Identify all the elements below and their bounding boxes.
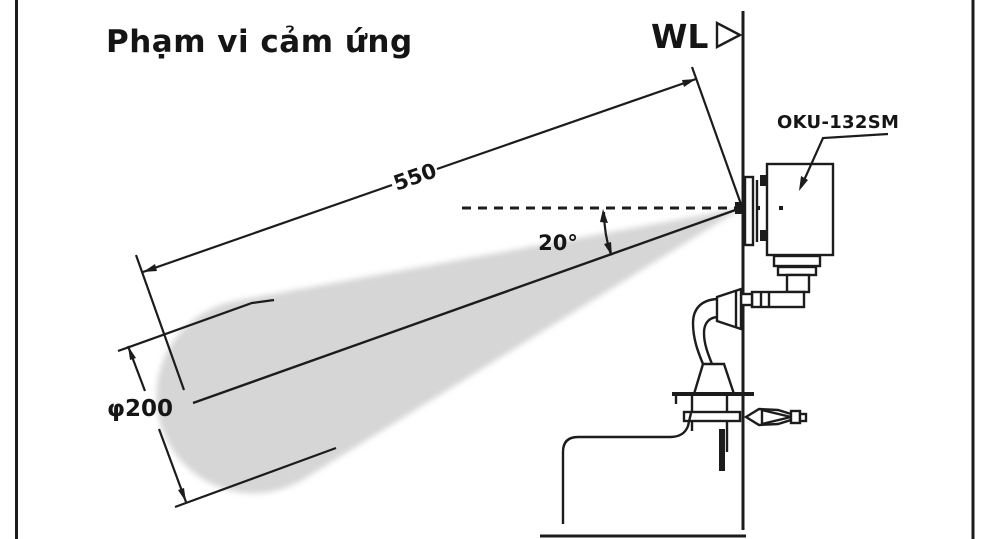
- sensing-range-area: [156, 208, 743, 494]
- dim-550-extension-right: [690, 66, 744, 208]
- beam-axis-line: [192, 206, 742, 405]
- model-leader: [799, 132, 889, 191]
- dimension-diameter-200: [117, 298, 337, 509]
- spout-escutcheon: [715, 287, 743, 331]
- model-label: OKU-132SM: [777, 112, 899, 133]
- dim-550-label: 550: [390, 158, 439, 195]
- lock-nut: [682, 410, 742, 423]
- dim-550-extension-left: [134, 254, 186, 391]
- dimension-550: [134, 66, 744, 391]
- sensor-window-mark: [735, 202, 743, 214]
- angle-label: 20°: [538, 231, 578, 255]
- wl-marker-triangle: [715, 21, 743, 49]
- diagram-title: Phạm vi cảm ứng: [106, 24, 413, 60]
- sink-profile: [561, 412, 693, 524]
- dim-200-extension-bottom: [174, 446, 337, 509]
- spout-base: [692, 362, 736, 396]
- stop-valve: [743, 407, 808, 427]
- wl-label: WL: [651, 17, 708, 56]
- faucet-spout: [691, 287, 743, 396]
- sensor-unit: [743, 162, 835, 257]
- supply-pipe: [739, 254, 822, 309]
- angle-20-arc: [600, 209, 613, 256]
- sensor-mounting-plate: [743, 175, 755, 247]
- diameter-label: φ200: [107, 396, 173, 422]
- sensor-box: [765, 162, 835, 257]
- dim-200-extension-top: [117, 298, 275, 353]
